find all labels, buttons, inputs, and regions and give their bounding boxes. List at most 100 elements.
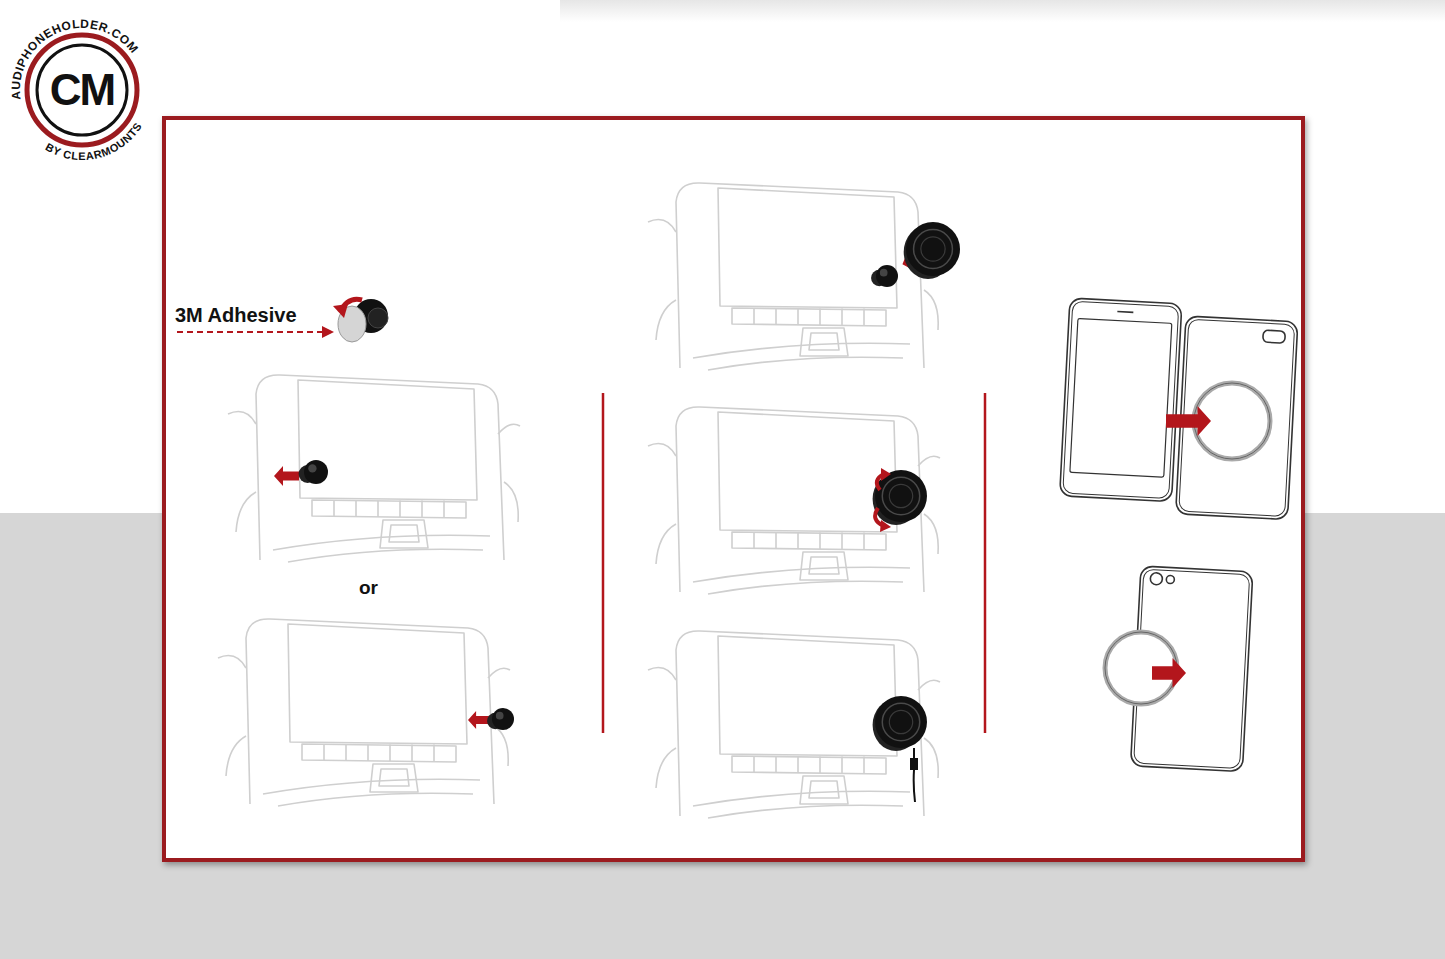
magnet-head (904, 222, 960, 279)
magnet-head (873, 470, 927, 525)
dash-line (246, 619, 494, 804)
button-divider (841, 309, 843, 326)
dash-line (656, 748, 676, 788)
dash-line (809, 333, 839, 350)
dash-line (656, 300, 676, 340)
button-divider (753, 757, 755, 774)
button-divider (367, 745, 369, 762)
dash-line (648, 444, 676, 456)
separator (602, 393, 605, 733)
cable-plug (910, 758, 918, 770)
button-divider (841, 757, 843, 774)
separator (984, 393, 987, 733)
dash-line (256, 375, 504, 560)
dash-line (809, 557, 839, 574)
ball-mount (299, 460, 328, 484)
dash-line (924, 738, 938, 778)
button-divider (863, 533, 865, 550)
dash-line (918, 456, 940, 466)
dash-line (718, 412, 897, 532)
dash-line (498, 424, 520, 434)
dash-line (288, 549, 483, 562)
dash-line (718, 636, 897, 756)
rotate-head (880, 520, 891, 532)
top-shade (560, 0, 1445, 22)
ball-mount (871, 265, 898, 287)
dash-line (800, 328, 848, 356)
dash-line (218, 656, 246, 668)
dash-line (226, 736, 246, 776)
dash-line (389, 525, 419, 542)
red-arrow (468, 711, 489, 729)
button-row (732, 308, 886, 326)
button-divider (411, 745, 413, 762)
dash-line (236, 492, 256, 532)
dashboard-sketch (218, 619, 510, 806)
button-divider (797, 533, 799, 550)
dash-line (708, 581, 903, 594)
rotate-head (881, 468, 891, 481)
button-divider (389, 745, 391, 762)
cable (914, 748, 915, 802)
dash-line (648, 220, 676, 232)
step-label: or (359, 577, 378, 600)
button-divider (775, 309, 777, 326)
dashboard-sketch (648, 631, 940, 818)
button-divider (355, 501, 357, 518)
dash-line (494, 726, 508, 766)
button-divider (399, 501, 401, 518)
dash-line (370, 764, 418, 792)
dashboard-sketch (648, 407, 940, 594)
button-divider (819, 757, 821, 774)
logo-badge: AUDIPHONEHOLDER.COMBY CLEARMOUNTSCM (10, 10, 154, 170)
magnet-head (873, 696, 927, 751)
dash-line (379, 769, 409, 786)
mount-ball (368, 308, 388, 328)
dash-line (708, 357, 903, 370)
dashboard-sketch (228, 375, 520, 562)
button-divider (841, 533, 843, 550)
dash-line (800, 552, 848, 580)
dash-line (298, 380, 477, 500)
phone (1060, 298, 1182, 502)
button-row (312, 500, 466, 518)
dashed-leader (177, 331, 324, 333)
button-divider (797, 757, 799, 774)
button-divider (775, 533, 777, 550)
button-divider (753, 533, 755, 550)
ring-text: BY CLEARMOUNTS (43, 120, 144, 162)
button-divider (863, 309, 865, 326)
dash-line (718, 188, 897, 308)
dash-line (708, 805, 903, 818)
dash-line (278, 793, 473, 806)
button-divider (819, 533, 821, 550)
dash-line (380, 520, 428, 548)
dash-line (918, 680, 940, 690)
button-divider (421, 501, 423, 518)
dash-line (924, 290, 938, 330)
button-divider (377, 501, 379, 518)
red-arrow (274, 466, 299, 486)
dash-line (504, 482, 518, 522)
button-divider (775, 757, 777, 774)
red-arrow (1152, 658, 1186, 688)
button-divider (797, 309, 799, 326)
dash-line (648, 668, 676, 680)
step-label: 3M Adhesive (175, 303, 297, 327)
button-divider (333, 501, 335, 518)
ball-mount (487, 708, 514, 730)
button-row (732, 532, 886, 550)
button-divider (443, 501, 445, 518)
button-row (302, 744, 456, 762)
dashboard-sketch (648, 183, 940, 370)
button-divider (433, 745, 435, 762)
dash-line (656, 524, 676, 564)
dash-line (288, 624, 467, 744)
leader-head (322, 326, 334, 338)
button-divider (863, 757, 865, 774)
red-arrow (1166, 406, 1211, 436)
peel-arrow-head (333, 304, 348, 318)
